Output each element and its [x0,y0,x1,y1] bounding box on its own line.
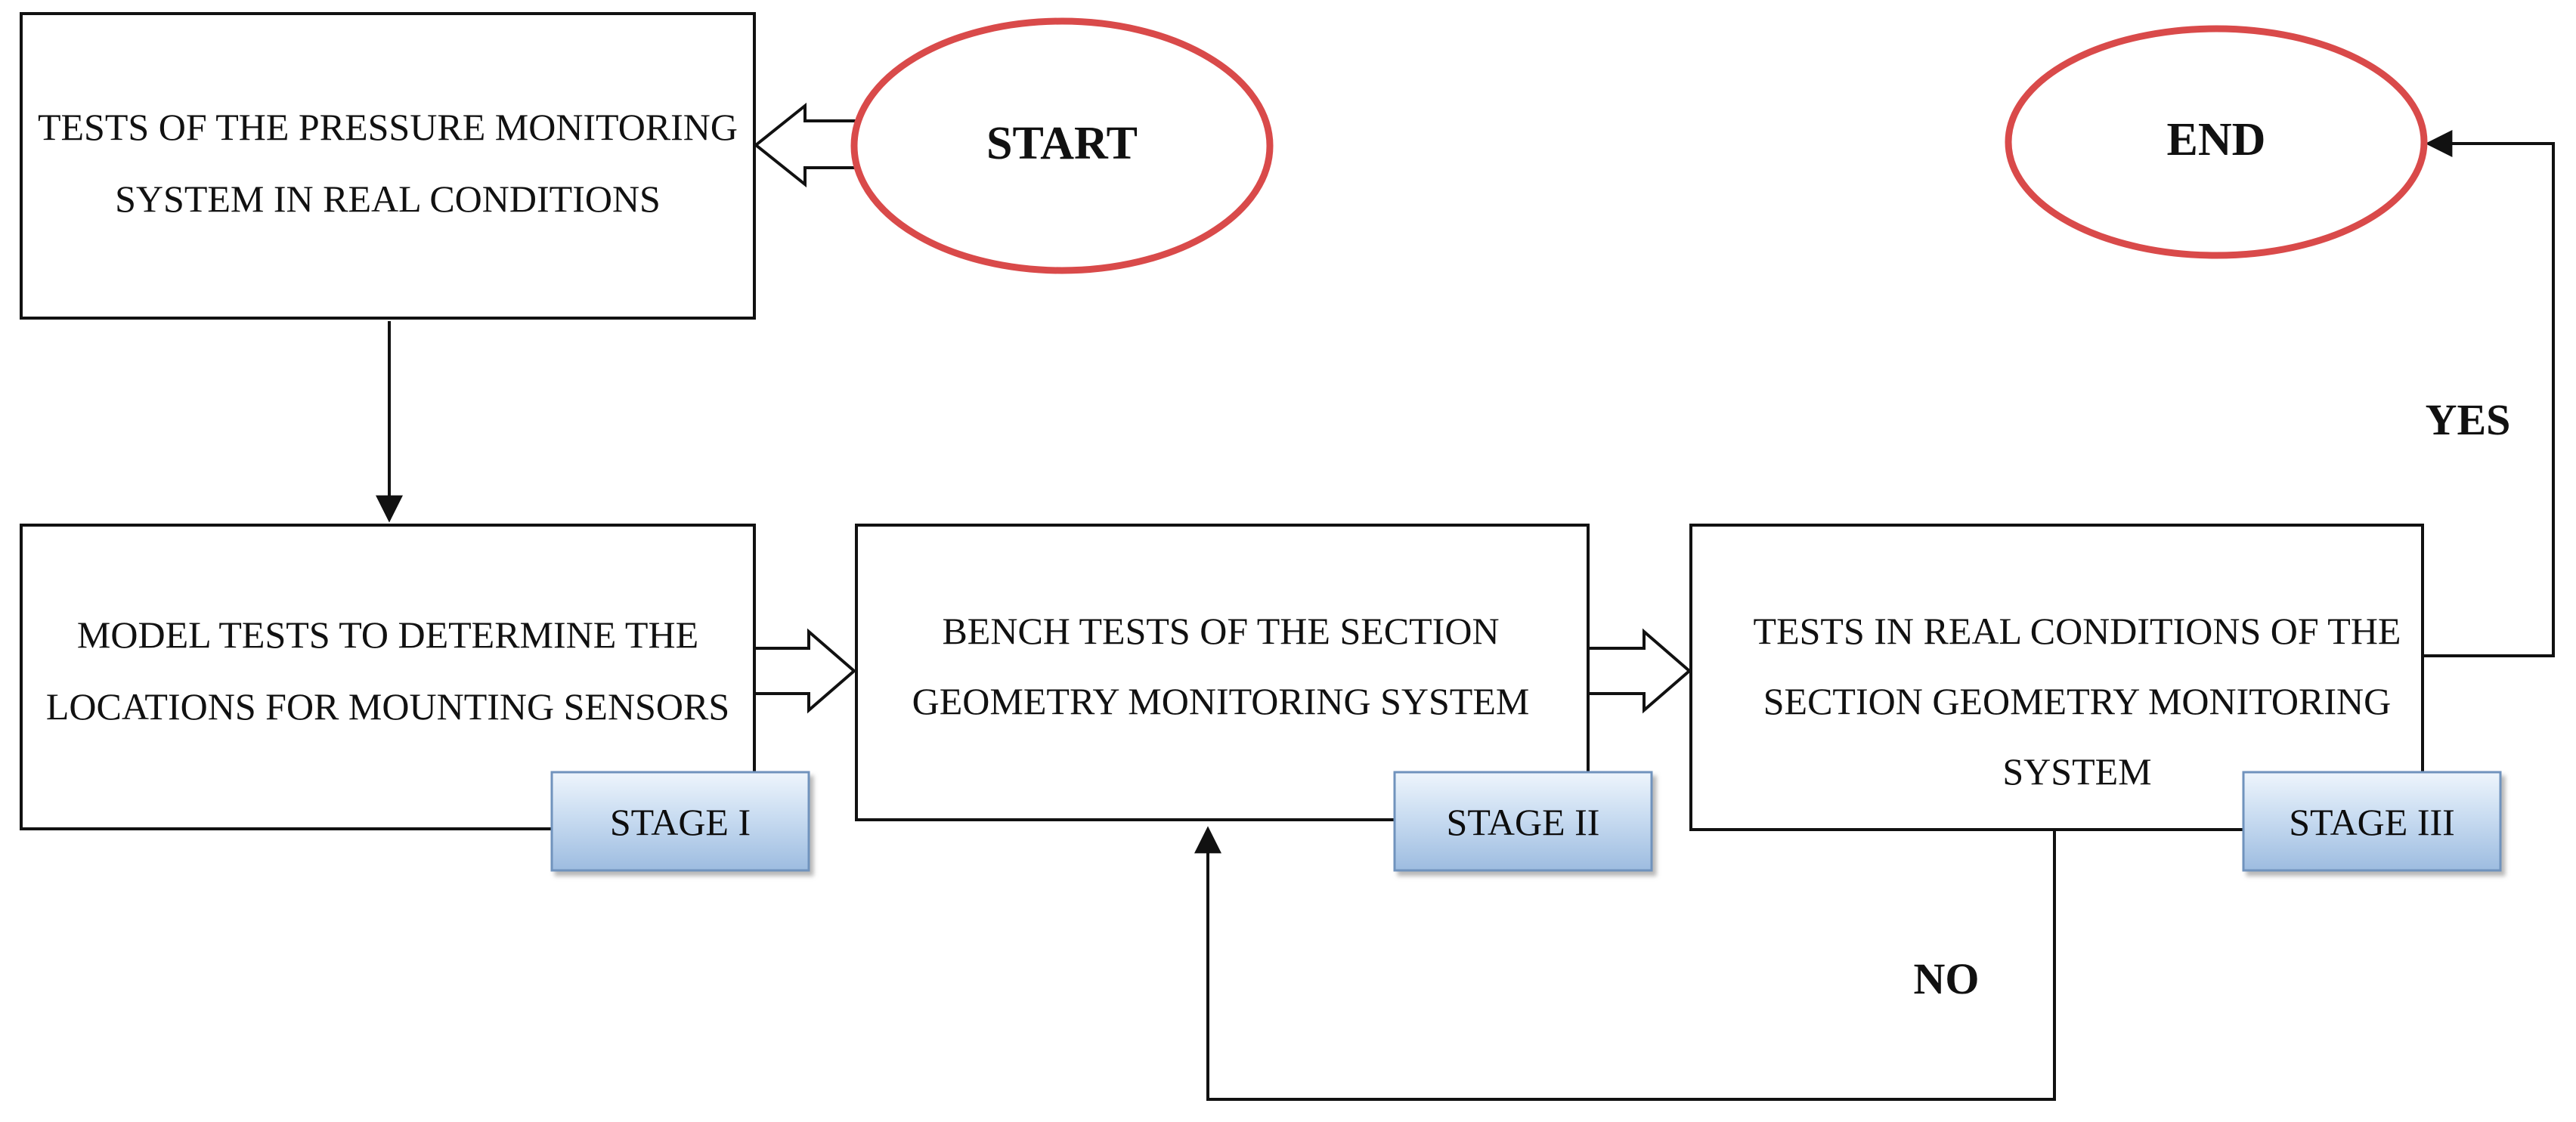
connector-no-to-bench [1194,826,2056,1101]
yes-label: YES [2426,395,2511,444]
box-bench-line2: GEOMETRY MONITORING SYSTEM [912,680,1530,722]
box-model-line2: LOCATIONS FOR MOUNTING SENSORS [46,685,729,728]
box-bench-tests: BENCH TESTS OF THE SECTION GEOMETRY MONI… [855,524,1590,821]
no-label: NO [1914,954,1980,1003]
end-label: END [2167,114,2266,165]
connector-yes-to-end [2423,130,2555,657]
stage-1-label: STAGE I [610,801,751,843]
start-terminal: START [850,17,1274,274]
stage-tag-3: STAGE III [2242,771,2502,872]
box-real-line1: TESTS IN REAL CONDITIONS OF THE [1754,610,2401,652]
box-model-line1: MODEL TESTS TO DETERMINE THE [77,614,698,656]
box-pressure-line2: SYSTEM IN REAL CONDITIONS [115,178,661,220]
stage-tag-2: STAGE II [1393,771,1653,872]
stage-2-label: STAGE II [1447,801,1600,843]
box-real-line2: SECTION GEOMETRY MONITORING [1763,680,2392,722]
box-bench-line1: BENCH TESTS OF THE SECTION [942,610,1499,652]
stage-3-label: STAGE III [2289,801,2455,843]
box-pressure-line1: TESTS OF THE PRESSURE MONITORING [38,106,738,148]
start-label: START [986,118,1138,169]
end-terminal: END [2005,25,2428,259]
box-pressure-monitoring: TESTS OF THE PRESSURE MONITORING SYSTEM … [20,12,756,320]
stage-tag-1: STAGE I [550,771,810,872]
box-real-line3: SYSTEM [2002,750,2151,793]
